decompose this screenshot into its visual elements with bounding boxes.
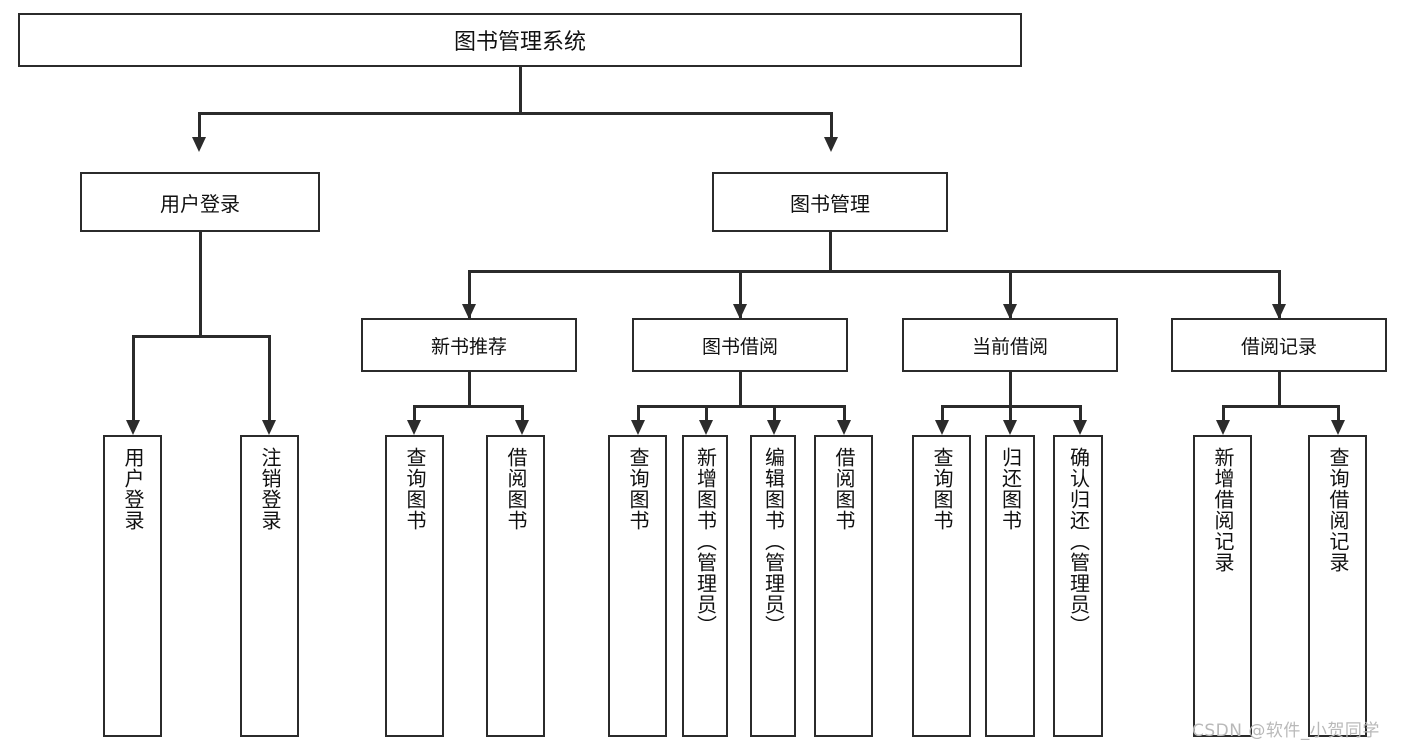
- leaf-edit-book-admin[interactable]: 编辑图书（管理员）: [750, 435, 796, 737]
- connector-br-drop-2: [1337, 405, 1340, 420]
- arrow-nbr-leaf-1: [407, 420, 421, 435]
- connector-br-bus: [1222, 405, 1339, 408]
- leaf-label: 借阅图书: [504, 447, 528, 531]
- connector-bm-drop-1: [468, 270, 471, 318]
- connector-root-stem: [519, 67, 522, 112]
- leaf-logout[interactable]: 注销登录: [240, 435, 299, 737]
- leaf-label: 借阅图书: [832, 447, 856, 531]
- connector-bb-drop-3: [773, 405, 776, 420]
- arrow-bb-leaf-1: [631, 420, 645, 435]
- arrow-to-book-borrow: [733, 304, 747, 319]
- leaf-label: 新增图书（管理员）: [693, 447, 718, 636]
- leaf-user-login[interactable]: 用户登录: [103, 435, 162, 737]
- connector-nbr-drop-1: [413, 405, 416, 420]
- arrow-bb-leaf-2: [699, 420, 713, 435]
- connector-book-management-stem: [829, 232, 832, 270]
- leaf-confirm-return-admin[interactable]: 确认归还（管理员）: [1053, 435, 1103, 737]
- arrow-cb-leaf-1: [935, 420, 949, 435]
- leaf-borrow-book-nbr[interactable]: 借阅图书: [486, 435, 545, 737]
- arrow-to-new-book-recommend: [462, 304, 476, 319]
- arrow-to-current-borrow: [1003, 304, 1017, 319]
- arrow-to-user-login: [192, 137, 206, 152]
- arrow-br-leaf-2: [1331, 420, 1345, 435]
- connector-bb-stem: [739, 372, 742, 405]
- connector-book-management-bus: [468, 270, 1280, 273]
- leaf-return-book[interactable]: 归还图书: [985, 435, 1035, 737]
- leaf-add-borrow-record[interactable]: 新增借阅记录: [1193, 435, 1252, 737]
- connector-cb-stem: [1009, 372, 1012, 405]
- connector-user-login-drop-2: [268, 335, 271, 420]
- connector-bm-drop-2: [739, 270, 742, 318]
- node-user-login[interactable]: 用户登录: [80, 172, 320, 232]
- leaf-label: 用户登录: [121, 447, 145, 531]
- leaf-add-book-admin[interactable]: 新增图书（管理员）: [682, 435, 728, 737]
- leaf-label: 注销登录: [258, 447, 282, 531]
- connector-bb-bus: [637, 405, 845, 408]
- connector-bb-drop-4: [843, 405, 846, 420]
- connector-root-drop-right: [830, 112, 833, 137]
- node-borrow-record[interactable]: 借阅记录: [1171, 318, 1387, 372]
- connector-root-drop-left: [198, 112, 201, 137]
- connector-br-drop-1: [1222, 405, 1225, 420]
- connector-nbr-bus: [413, 405, 523, 408]
- leaf-label: 确认归还（管理员）: [1066, 447, 1091, 636]
- node-label: 当前借阅: [971, 335, 1048, 358]
- node-new-book-recommend[interactable]: 新书推荐: [361, 318, 577, 372]
- arrow-cb-leaf-3: [1073, 420, 1087, 435]
- arrow-cb-leaf-2: [1003, 420, 1017, 435]
- connector-cb-drop-2: [1009, 405, 1012, 420]
- node-book-borrow[interactable]: 图书借阅: [632, 318, 848, 372]
- leaf-label: 查询图书: [930, 447, 954, 531]
- leaf-query-book-cb[interactable]: 查询图书: [912, 435, 971, 737]
- arrow-bb-leaf-3: [767, 420, 781, 435]
- arrow-to-logout-leaf: [262, 420, 276, 435]
- leaf-query-book-bb[interactable]: 查询图书: [608, 435, 667, 737]
- node-label: 用户登录: [160, 191, 240, 216]
- node-label: 新书推荐: [430, 335, 507, 358]
- leaf-label: 新增借阅记录: [1211, 447, 1235, 573]
- connector-bm-drop-4: [1278, 270, 1281, 318]
- node-label: 借阅记录: [1240, 335, 1317, 358]
- connector-bb-drop-2: [705, 405, 708, 420]
- csdn-watermark: CSDN @软件_小贺同学: [1192, 721, 1380, 741]
- arrow-br-leaf-1: [1216, 420, 1230, 435]
- connector-root-bus: [198, 112, 832, 115]
- connector-br-stem: [1278, 372, 1281, 405]
- arrow-to-book-management: [824, 137, 838, 152]
- connector-cb-drop-3: [1079, 405, 1082, 420]
- connector-nbr-stem: [468, 372, 471, 405]
- leaf-borrow-book-bb[interactable]: 借阅图书: [814, 435, 873, 737]
- arrow-to-user-login-leaf: [126, 420, 140, 435]
- node-current-borrow[interactable]: 当前借阅: [902, 318, 1118, 372]
- leaf-label: 查询借阅记录: [1326, 447, 1350, 573]
- node-root-book-management-system[interactable]: 图书管理系统: [18, 13, 1022, 67]
- leaf-label: 编辑图书（管理员）: [761, 447, 786, 636]
- leaf-query-borrow-record[interactable]: 查询借阅记录: [1308, 435, 1367, 737]
- arrow-to-borrow-record: [1272, 304, 1286, 319]
- leaf-query-book-nbr[interactable]: 查询图书: [385, 435, 444, 737]
- connector-bm-drop-3: [1009, 270, 1012, 318]
- node-label: 图书借阅: [701, 335, 778, 358]
- node-label: 图书管理: [790, 191, 870, 216]
- arrow-bb-leaf-4: [837, 420, 851, 435]
- connector-cb-drop-1: [941, 405, 944, 420]
- connector-nbr-drop-2: [521, 405, 524, 420]
- leaf-label: 查询图书: [403, 447, 427, 531]
- connector-user-login-drop-1: [132, 335, 135, 420]
- connector-user-login-stem: [199, 232, 202, 335]
- connector-user-login-bus: [132, 335, 270, 338]
- leaf-label: 归还图书: [998, 447, 1023, 531]
- leaf-label: 查询图书: [626, 447, 650, 531]
- node-book-management[interactable]: 图书管理: [712, 172, 948, 232]
- connector-bb-drop-1: [637, 405, 640, 420]
- node-label: 图书管理系统: [453, 30, 586, 55]
- arrow-nbr-leaf-2: [515, 420, 529, 435]
